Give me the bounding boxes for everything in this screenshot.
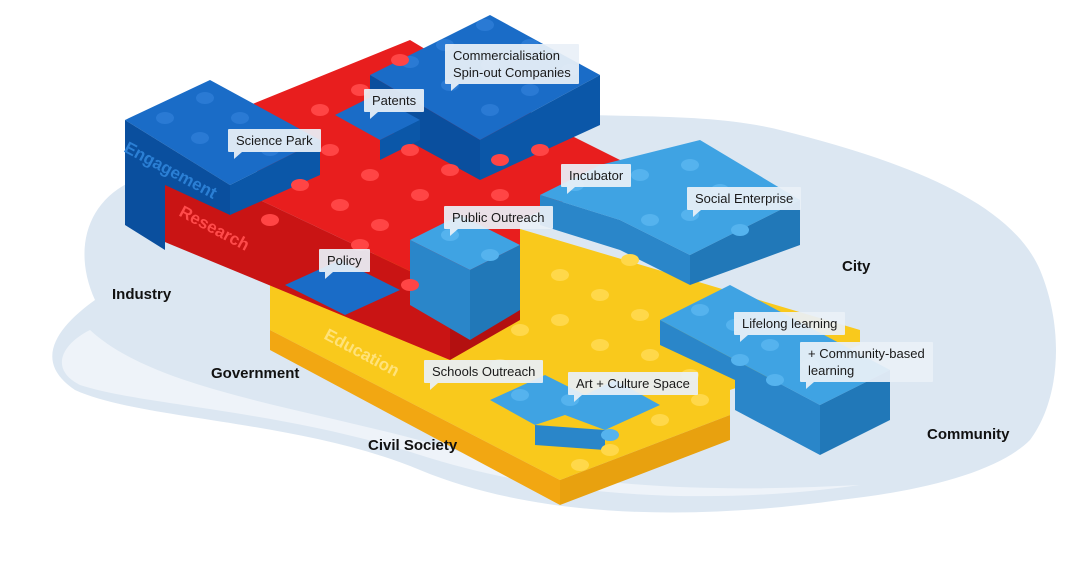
public-outreach-block-front <box>470 245 520 340</box>
stud <box>321 144 339 156</box>
stud <box>766 374 784 386</box>
stud <box>411 189 429 201</box>
research-layer-side <box>160 180 450 360</box>
stud <box>491 154 509 166</box>
stud <box>641 214 659 226</box>
schools-block-front <box>535 425 605 450</box>
social-enterprise-block-front <box>690 200 800 285</box>
patents-block-front <box>380 120 420 160</box>
commercialisation-block-front <box>480 75 600 180</box>
stud <box>196 92 214 104</box>
community-based-line2: learning <box>808 363 855 378</box>
stud <box>311 104 329 116</box>
research-layer-top <box>250 40 640 290</box>
stud <box>601 429 619 441</box>
stud <box>761 339 779 351</box>
stud <box>631 169 649 181</box>
stud <box>571 459 589 471</box>
stud <box>731 354 749 366</box>
government-label: Government <box>211 365 300 382</box>
engagement-block-top <box>125 80 320 185</box>
stud <box>531 144 549 156</box>
ground-highlight <box>61 330 861 497</box>
community-label: Community <box>927 426 1010 443</box>
art-culture-space-callout: Art + Culture Space <box>568 372 698 402</box>
stud <box>691 304 709 316</box>
stud <box>481 104 499 116</box>
stud <box>551 269 569 281</box>
stud <box>691 394 709 406</box>
stud <box>401 144 419 156</box>
stud <box>621 254 639 266</box>
education-layer-front <box>560 415 730 505</box>
stud <box>641 349 659 361</box>
stud <box>391 54 409 66</box>
policy-callout: Policy <box>319 249 370 279</box>
stud <box>491 189 509 201</box>
stud <box>191 132 209 144</box>
social-enterprise-callout: Social Enterprise <box>687 187 802 217</box>
commercialisation-callout: Commercialisation Spin-out Companies <box>445 44 579 91</box>
stud <box>371 219 389 231</box>
stud <box>361 169 379 181</box>
science-park-callout: Science Park <box>228 129 321 159</box>
stud <box>331 199 349 211</box>
policy-block <box>285 260 400 315</box>
stud <box>476 19 494 31</box>
stud <box>591 339 609 351</box>
community-based-line1: + Community-based <box>808 346 925 361</box>
engagement-block-side <box>125 120 230 250</box>
stud <box>511 389 529 401</box>
stud <box>351 239 369 251</box>
community-block-side <box>660 320 820 455</box>
stud <box>731 224 749 236</box>
stud <box>521 84 539 96</box>
stud <box>651 414 669 426</box>
commercialisation-line1: Commercialisation <box>453 48 560 63</box>
lifelong-learning-callout: Lifelong learning <box>734 312 846 342</box>
stud <box>591 289 609 301</box>
public-outreach-callout: Public Outreach <box>444 206 553 236</box>
stud <box>441 164 459 176</box>
stud <box>156 112 174 124</box>
community-block-front <box>820 370 890 455</box>
social-enterprise-block-side <box>540 195 690 285</box>
stud <box>511 324 529 336</box>
incubator-callout: Incubator <box>561 164 632 194</box>
schools-outreach-callout: Schools Outreach <box>424 360 544 390</box>
stud <box>681 159 699 171</box>
stud <box>481 249 499 261</box>
community-based-callout: + Community-based learning <box>800 342 933 389</box>
civil-society-label: Civil Society <box>368 437 458 454</box>
commercialisation-line2: Spin-out Companies <box>453 65 571 80</box>
city-label: City <box>842 258 871 275</box>
stud <box>401 279 419 291</box>
stud <box>291 179 309 191</box>
stud <box>551 314 569 326</box>
public-outreach-block-side <box>410 240 470 340</box>
industry-label: Industry <box>112 286 172 303</box>
engagement-block-front <box>230 140 320 215</box>
education-layer-side <box>270 285 560 505</box>
stud <box>261 214 279 226</box>
stud <box>231 112 249 124</box>
stud <box>601 444 619 456</box>
stud <box>631 309 649 321</box>
patents-callout: Patents <box>364 89 425 119</box>
